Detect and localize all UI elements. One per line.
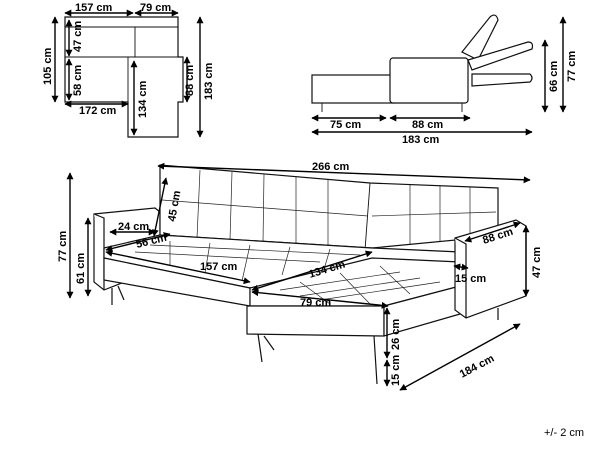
side-view-arm-block: [389, 57, 469, 104]
label-26: 26 cm: [390, 319, 402, 350]
label-183-side: 183 cm: [402, 134, 440, 146]
label-58: 58 cm: [72, 65, 84, 96]
label-88-arm: 88 cm: [184, 65, 196, 96]
dim-line-15-arm: [453, 263, 469, 271]
dim-line-266: [157, 162, 531, 184]
dim-line-184: [399, 323, 521, 391]
label-15-leg: 15 cm: [390, 355, 402, 386]
label-24: 24 cm: [118, 221, 149, 233]
top-view: 157 cm 79 cm 105 cm 47 cm 58 cm 172 cm 1…: [42, 2, 215, 138]
label-88-side: 88 cm: [412, 119, 443, 131]
label-47: 47 cm: [72, 21, 84, 52]
label-61: 61 cm: [75, 253, 87, 284]
label-75: 75 cm: [330, 119, 361, 131]
label-47-arm: 47 cm: [531, 247, 543, 278]
label-77-main: 77 cm: [57, 231, 69, 262]
label-66: 66 cm: [548, 61, 560, 92]
dim-line-134-main: [251, 250, 373, 292]
label-183-total: 183 cm: [203, 62, 215, 100]
leg-chaise-left: [257, 333, 263, 363]
dim-line-56: [105, 232, 171, 252]
dim-line-79-main: [251, 289, 389, 309]
label-157-top: 157 cm: [75, 2, 113, 14]
label-15-arm: 15 cm: [455, 273, 486, 285]
dim-line-88-main: [464, 221, 521, 243]
leg-back-left: [117, 285, 125, 301]
label-77-side: 77 cm: [566, 51, 578, 82]
chaise-front: [246, 305, 385, 337]
side-view: 75 cm 88 cm 183 cm 66 cm 77 cm: [311, 14, 578, 146]
label-45: 45 cm: [166, 190, 183, 223]
dim-line-45: [151, 177, 169, 237]
leg-chaise-left-2: [263, 335, 275, 351]
backrest-corner-seam: [364, 182, 371, 251]
dim-line-157-main: [105, 249, 251, 285]
label-79-main: 79 cm: [300, 297, 331, 309]
label-266: 266 cm: [312, 161, 350, 173]
main-view: 266 cm 77 cm 61 cm 45 cm 24 cm 56 cm 157…: [57, 161, 543, 391]
label-134: 134 cm: [137, 80, 149, 118]
side-view-back-upright: [461, 14, 499, 61]
label-79-top: 79 cm: [140, 2, 171, 14]
label-105: 105 cm: [42, 47, 54, 85]
label-184: 184 cm: [458, 352, 497, 380]
right-armrest-edge: [454, 237, 467, 318]
side-view-seat: [311, 74, 395, 104]
label-157-main: 157 cm: [200, 261, 238, 273]
side-view-back-flat: [471, 73, 533, 87]
leg-chaise-right: [373, 335, 378, 385]
label-172: 172 cm: [79, 105, 117, 117]
tolerance-note: +/- 2 cm: [544, 427, 584, 439]
backrest-tufting: [161, 169, 497, 246]
side-view-back-recline: [467, 41, 534, 71]
